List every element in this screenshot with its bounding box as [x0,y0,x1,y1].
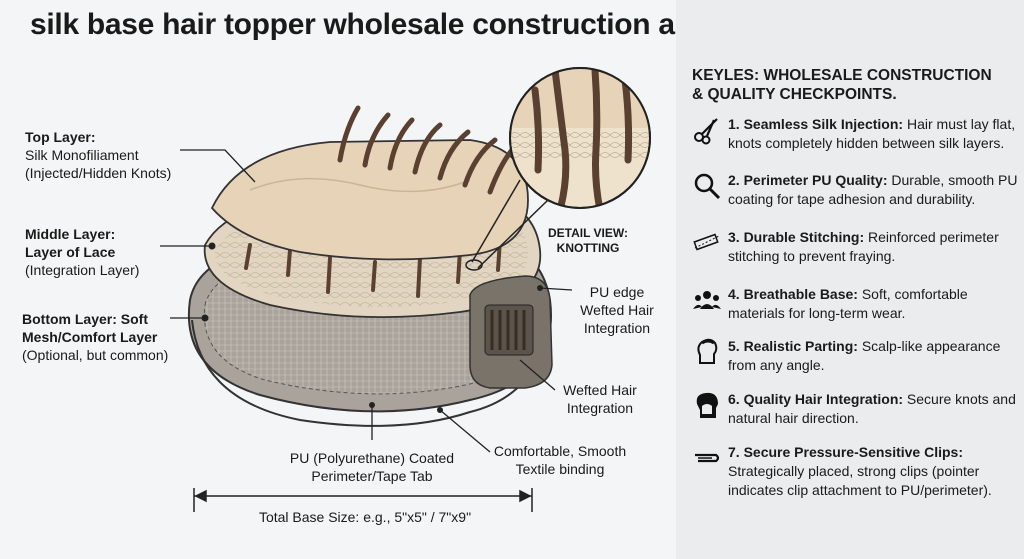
topper-illustration [160,67,651,512]
size-dimension-arrow [193,488,533,512]
checkpoints-panel [676,0,1024,559]
leader-lines [160,149,573,453]
top-silk-layer [210,139,529,261]
hair-strands [337,105,515,195]
stitching-icon [693,233,720,251]
panel-heading: KEYLES: WHOLESALE CONSTRUCTION & QUALITY… [692,67,992,103]
leader-dots [201,242,543,413]
comfort-binding-label: Comfortable, Smooth Textile binding [493,443,627,477]
wefted-hair-label: Wefted Hair Integration [563,382,637,416]
head-profile-icon [697,338,718,364]
hair-head-icon [696,392,718,418]
detail-view-label: DETAIL VIEW: KNOTTING [548,226,629,255]
people-icon [693,291,721,309]
middle-layer-label: Middle Layer: Layer of Lace (Integration… [25,226,140,278]
magnifier-icon [694,173,721,200]
scissors-icon [694,118,718,145]
top-layer-label: Top Layer: Silk Monofiliament (Injected/… [25,129,172,181]
pu-edge-label: PU edge Wefted Hair Integration [580,284,654,336]
pu-coated-label: PU (Polyurethane) Coated Perimeter/Tape … [289,450,455,484]
pu-edge-weft-tab [469,275,553,389]
total-size-label: Total Base Size: e.g., 5"x5" / 7"x9" [258,509,472,525]
bottom-layer-label: Bottom Layer: Soft Mesh/Comfort Layer (O… [22,311,169,363]
clip-icon [695,453,720,463]
